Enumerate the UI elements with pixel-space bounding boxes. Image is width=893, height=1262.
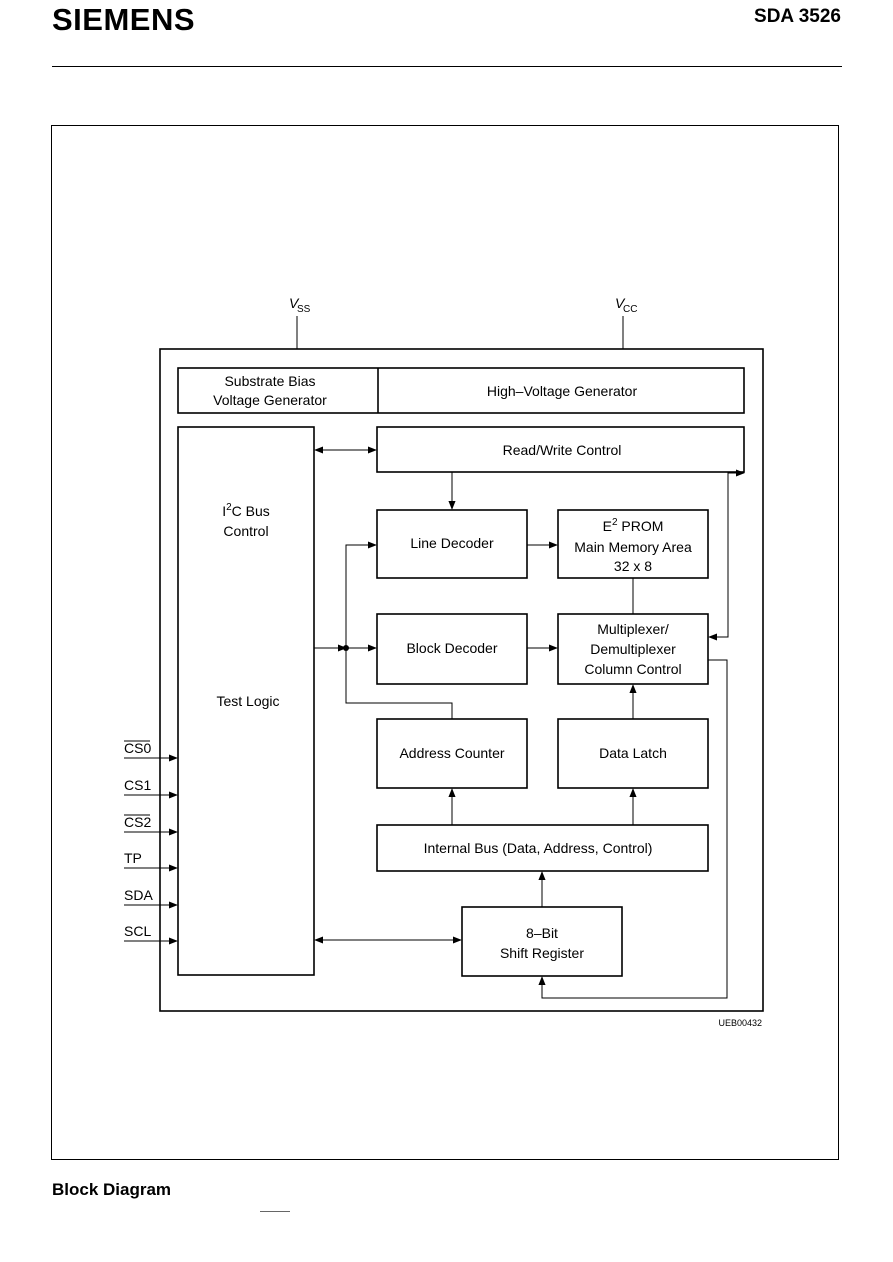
i2c-control-block: [177, 426, 315, 976]
siemens-logo: SIEMENS: [52, 2, 196, 37]
shift-register-line2: Shift Register: [500, 945, 584, 961]
pin-tp: TP: [124, 850, 178, 872]
line-decoder-label: Line Decoder: [410, 535, 494, 551]
connections: [314, 446, 745, 999]
high-voltage-label: High–Voltage Generator: [487, 383, 638, 399]
footer-mark: [260, 1211, 290, 1212]
pin-label: SDA: [124, 887, 153, 903]
shift-register-line1: 8–Bit: [526, 925, 558, 941]
block-decoder-label: Block Decoder: [406, 640, 497, 656]
internal-bus-block: [376, 824, 709, 872]
vss-subscript: SS: [297, 304, 311, 315]
drawing-code: UEB00432: [718, 1018, 762, 1028]
figure-caption: Block Diagram: [52, 1180, 172, 1199]
pin-sda: SDA: [124, 887, 178, 909]
multiplexer-line2: Demultiplexer: [590, 641, 676, 657]
substrate-bias-line2: Voltage Generator: [213, 392, 327, 408]
addresscounter-bus-link: [345, 648, 453, 719]
vss-label: V: [289, 295, 300, 311]
pin-label: CS2: [124, 814, 151, 830]
header-rule: [52, 66, 842, 67]
pin-label: TP: [124, 850, 142, 866]
shift-register-block: [461, 906, 623, 977]
bus-linedecoder-link: [345, 541, 377, 648]
substrate-bias-line1: Substrate Bias: [224, 373, 315, 389]
vcc-supply: V CC: [615, 295, 637, 349]
eeprom-label: E2 PROM: [603, 517, 664, 534]
vcc-subscript: CC: [623, 304, 637, 315]
test-logic-label: Test Logic: [216, 693, 279, 709]
pin-cs0: CS0: [124, 740, 178, 762]
data-latch-label: Data Latch: [599, 745, 667, 761]
figure-frame: [51, 125, 839, 1160]
mux-shiftreg-feedback: [538, 659, 728, 999]
block-decoder-block: [376, 613, 528, 685]
read-write-label: Read/Write Control: [503, 442, 622, 458]
eeprom-label-line2: Main Memory Area: [574, 539, 692, 555]
eeprom-label-line3: 32 x 8: [614, 558, 652, 574]
address-counter-label: Address Counter: [399, 745, 504, 761]
pin-label: CS0: [124, 740, 151, 756]
chip-boundary: [159, 348, 764, 1012]
line-decoder-block: [376, 509, 528, 579]
pin-cs2: CS2: [124, 814, 178, 836]
pin-scl: SCL: [124, 923, 178, 945]
readwrite-mux-link: [708, 469, 745, 641]
pin-label: SCL: [124, 923, 151, 939]
multiplexer-line3: Column Control: [584, 661, 681, 677]
internal-bus-label: Internal Bus (Data, Address, Control): [424, 840, 653, 856]
i2c-label-line2: Control: [223, 523, 268, 539]
multiplexer-line1: Multiplexer/: [597, 621, 669, 637]
i2c-label: I2C Bus: [222, 502, 270, 519]
pin-label: CS1: [124, 777, 151, 793]
pin-cs1: CS1: [124, 777, 178, 799]
read-write-control-block: [376, 426, 745, 473]
vss-supply: V SS: [289, 295, 311, 349]
part-number: SDA 3526: [754, 6, 841, 27]
vcc-label: V: [615, 295, 626, 311]
generator-row: [177, 367, 745, 414]
